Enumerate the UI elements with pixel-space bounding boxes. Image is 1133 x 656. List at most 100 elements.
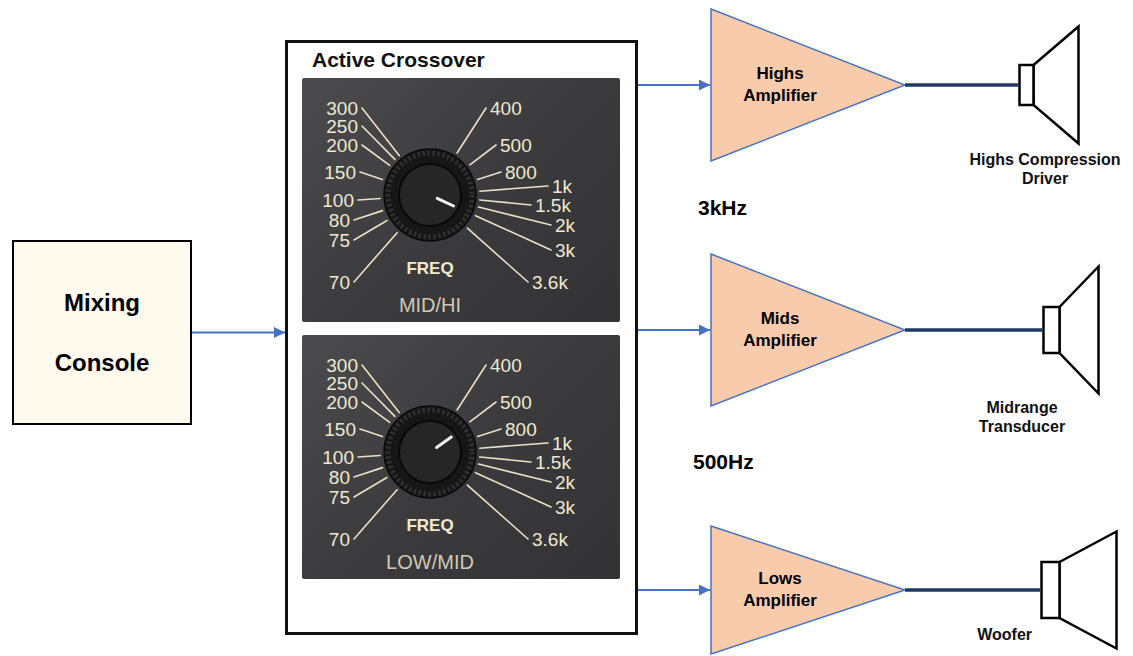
panel-marking: FREQ	[406, 260, 453, 277]
node-label: Lows Amplifier	[724, 568, 836, 612]
panel-marking: 400	[490, 356, 522, 375]
signal-arrow	[638, 329, 710, 331]
source-box: Mixing Console	[12, 240, 192, 425]
panel-marking: 200	[326, 393, 358, 412]
unit-title: Active Crossover	[312, 48, 485, 72]
panel-marking: 150	[324, 420, 356, 439]
panel-marking: LOW/MID	[386, 552, 474, 572]
panel-marking: 400	[490, 99, 522, 118]
node-label: Mixing Console	[30, 273, 174, 393]
panel-marking: 3.6k	[532, 273, 568, 292]
signal-arrow	[638, 589, 710, 591]
scale-tick	[478, 172, 501, 180]
scale-tick	[457, 108, 486, 153]
crossover-unit: Active Crossover300250200150100807570FRE…	[285, 40, 638, 635]
panel-marking: 1k	[552, 177, 572, 196]
crossover-frequency: 3kHz	[698, 196, 747, 220]
speaker-cable	[905, 328, 1042, 332]
scale-tick	[362, 126, 395, 159]
speaker-outline	[1042, 265, 1100, 395]
scale-tick	[467, 485, 528, 539]
panel-marking: 800	[505, 163, 537, 182]
panel-marking: 200	[326, 136, 358, 155]
panel-marking: 70	[329, 530, 350, 549]
speaker-outline	[1018, 25, 1080, 145]
scale-tick	[470, 402, 496, 422]
scale-tick	[362, 145, 390, 165]
panel-marking: 150	[324, 163, 356, 182]
knob-body	[384, 149, 476, 241]
amplifier-triangle: Lows Amplifier	[710, 525, 905, 655]
panel-marking: 2k	[555, 473, 575, 492]
panel-marking: 100	[322, 191, 354, 210]
panel-marking: 3k	[555, 241, 575, 260]
amplifier-outline	[710, 253, 905, 407]
scale-tick	[362, 402, 390, 422]
panel-marking: 100	[322, 448, 354, 467]
signal-arrow	[638, 84, 710, 86]
scale-tick	[354, 220, 387, 240]
scale-tick	[457, 365, 486, 410]
amplifier-triangle: Highs Amplifier	[710, 8, 905, 162]
panel-marking: 800	[505, 420, 537, 439]
panel-marking: 500	[500, 136, 532, 155]
amplifier-triangle: Mids Amplifier	[710, 253, 905, 407]
scale-tick	[358, 455, 380, 457]
speaker-outline	[1040, 530, 1118, 650]
panel-marking: 1.5k	[535, 453, 571, 472]
signal-arrow	[192, 332, 285, 334]
panel-marking: 1.5k	[535, 196, 571, 215]
panel-marking: 80	[329, 468, 350, 487]
scale-tick	[354, 233, 397, 282]
panel-marking: 300	[326, 356, 358, 375]
panel-marking: 80	[329, 211, 350, 230]
panel-marking: 500	[500, 393, 532, 412]
amplifier-outline	[710, 8, 905, 162]
speaker-label: Highs Compression Driver	[965, 150, 1125, 188]
node-label: Mids Amplifier	[724, 308, 836, 352]
control-panel: 300250200 150 1008075 70 FREQ 400 500 800 1k1.5k…	[302, 78, 620, 322]
control-panel: 300250200 150 1008075 70 FREQ 400 500 800 1k1.5k…	[302, 335, 620, 579]
panel-marking: 70	[329, 273, 350, 292]
scale-tick	[470, 145, 496, 165]
speaker-label: Woofer	[940, 625, 1032, 644]
speaker-symbol: Woofer	[1040, 530, 1118, 650]
panel-marking: MID/HI	[399, 295, 461, 315]
speaker-symbol: Highs Compression Driver	[1018, 25, 1080, 145]
speaker-cable	[905, 588, 1040, 592]
panel-marking: 2k	[555, 216, 575, 235]
speaker-symbol: Midrange Transducer	[1042, 265, 1100, 395]
panel-marking: 75	[329, 488, 350, 507]
scale-tick	[480, 200, 531, 205]
scale-tick	[360, 429, 382, 436]
panel-marking: 300	[326, 99, 358, 118]
amplifier-outline	[710, 525, 905, 655]
node-label: Highs Amplifier	[724, 63, 836, 107]
panel-marking: 3k	[555, 498, 575, 517]
scale-tick	[354, 468, 383, 477]
scale-tick	[360, 172, 382, 179]
scale-tick	[480, 457, 531, 462]
scale-tick	[480, 443, 548, 448]
panel-marking: 3.6k	[532, 530, 568, 549]
speaker-cable	[905, 83, 1018, 87]
panel-marking: 1k	[552, 434, 572, 453]
panel-marking: 250	[326, 374, 358, 393]
scale-tick	[354, 477, 387, 497]
knob-pointer	[437, 198, 453, 206]
panel-marking: 75	[329, 231, 350, 250]
scale-tick	[480, 186, 548, 191]
scale-tick	[354, 211, 383, 220]
scale-tick	[478, 429, 501, 437]
panel-marking: 250	[326, 117, 358, 136]
scale-tick	[354, 490, 397, 539]
scale-tick	[467, 228, 528, 282]
scale-tick	[362, 383, 395, 416]
knob-pointer	[437, 437, 452, 447]
scale-tick	[358, 198, 380, 200]
speaker-label: Midrange Transducer	[970, 398, 1074, 436]
knob-body	[384, 406, 476, 498]
panel-marking: FREQ	[406, 517, 453, 534]
crossover-frequency: 500Hz	[693, 450, 754, 474]
